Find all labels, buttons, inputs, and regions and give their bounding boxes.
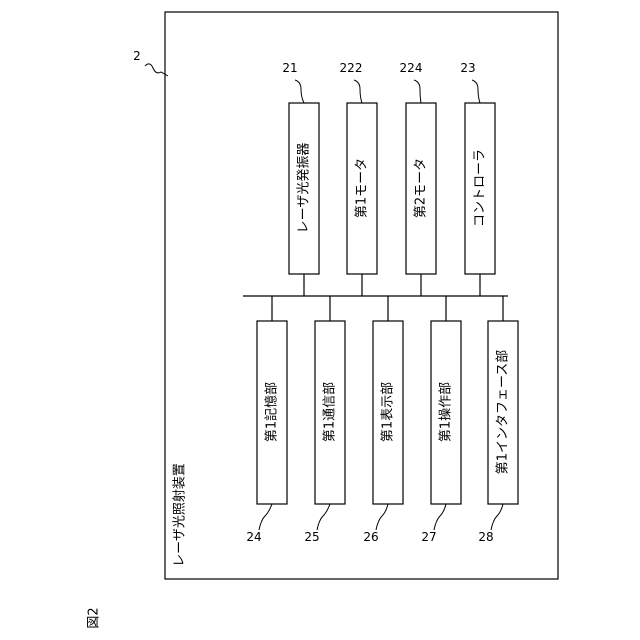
ref-number: 224 [400, 61, 423, 75]
ref-number: 26 [363, 530, 378, 544]
ref-number: 222 [340, 61, 363, 75]
block-label: 第1インタフェース部 [496, 350, 511, 475]
ref-number: 27 [421, 530, 436, 544]
device-ref-number: 2 [133, 49, 141, 63]
ref-number: 25 [304, 530, 319, 544]
ref-number: 23 [460, 61, 475, 75]
ref-number: 28 [478, 530, 493, 544]
block-label: 第1表示部 [381, 382, 396, 442]
block-label: 第1通信部 [323, 382, 338, 442]
block-label: 第1記憶部 [264, 382, 280, 442]
block-label: 第1操作部 [438, 382, 454, 442]
block-label: レーザ光発振器 [297, 143, 312, 234]
ref-number: 24 [246, 530, 261, 544]
block-label: 第1モータ [355, 158, 370, 218]
device-title: レーザ光照射装置 [172, 463, 188, 567]
block-label: コントローラ [473, 149, 488, 227]
ref-number: 21 [282, 61, 297, 75]
figure-label: 図2 [87, 607, 102, 628]
block-label: 第2モータ [414, 158, 429, 218]
